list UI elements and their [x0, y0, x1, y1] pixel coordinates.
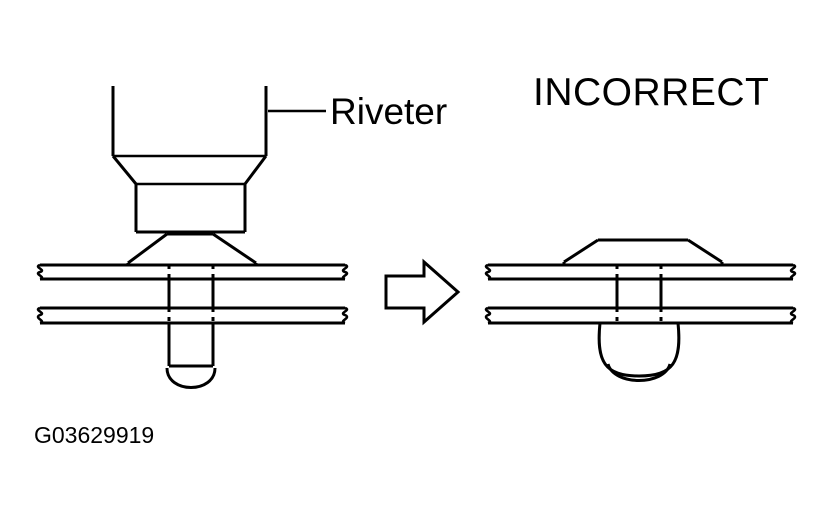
right-bulged-tail [597, 322, 681, 382]
right-head-left-slope [563, 238, 599, 264]
right-assembly [484, 238, 797, 382]
right-upper-sheet [484, 263, 797, 281]
left-upper-sheet-break-right [341, 263, 349, 281]
right-tail-inner-arc [606, 363, 672, 382]
right-tail-bulge-outline [597, 322, 681, 378]
right-head-right-slope [687, 238, 723, 264]
rivet-head-left-flare [127, 232, 168, 265]
left-lower-sheet-break-left [36, 306, 44, 325]
right-deformed-head [562, 238, 724, 266]
left-lower-sheet [36, 306, 349, 325]
riveter-label: Riveter [330, 91, 447, 132]
left-upper-sheet-break-left [36, 263, 44, 281]
left-rivet-tail [165, 364, 217, 389]
right-lower-sheet-break-left [484, 306, 492, 325]
right-upper-sheet-break-left [484, 263, 492, 281]
riveter-nose [134, 184, 247, 234]
left-upper-sheet [36, 263, 349, 281]
rivet-head-right-flare [212, 232, 257, 265]
left-lower-sheet-break-right [341, 306, 349, 325]
right-lower-sheet [484, 306, 797, 325]
arrow-right-icon [384, 258, 461, 326]
incorrect-label: INCORRECT [533, 71, 769, 114]
left-rivet-head [126, 232, 258, 266]
figure-id-label: G03629919 [34, 422, 154, 448]
riveter-taper-right [243, 155, 268, 185]
riveter-taper [111, 155, 268, 186]
left-assembly [36, 86, 349, 389]
right-upper-sheet-break-right [789, 263, 797, 281]
riveter-taper-left [111, 155, 138, 185]
right-lower-sheet-break-right [789, 306, 797, 325]
riveter-body [111, 86, 268, 158]
left-rivet-shank [167, 265, 215, 366]
process-arrow [384, 258, 461, 326]
right-rivet-shank [615, 265, 663, 323]
left-tail-dome [165, 367, 217, 389]
